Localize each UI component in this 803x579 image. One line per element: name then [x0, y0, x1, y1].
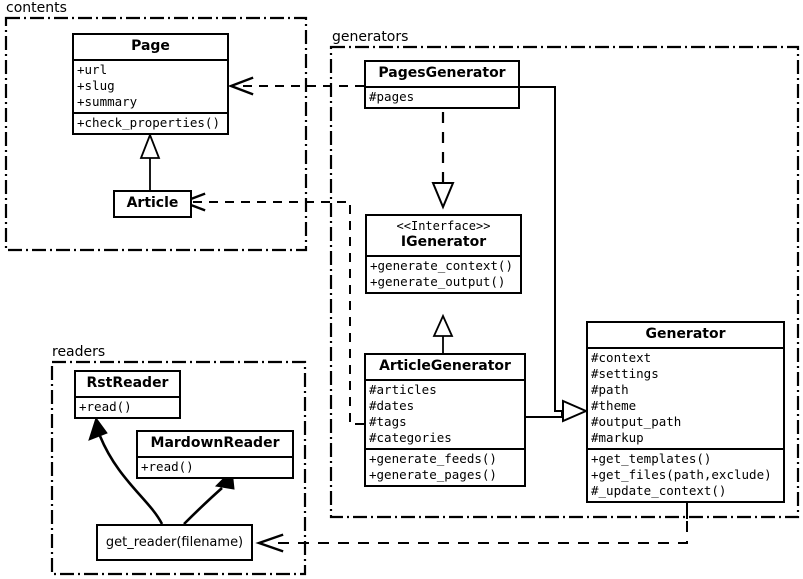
package-frame-generators	[329, 45, 800, 519]
class-box-generator[interactable]: Generator #context #settings #path #them…	[586, 321, 785, 503]
connector-getreader-to-rstreader	[88, 416, 164, 525]
class-box-page[interactable]: Page +url +slug +summary +check_properti…	[72, 33, 229, 135]
class-box-articlegenerator[interactable]: ArticleGenerator #articles #dates #tags …	[364, 353, 526, 487]
class-method: #_update_context()	[591, 483, 727, 498]
class-title-rstreader: RstReader	[86, 375, 169, 391]
class-box-mardownreader[interactable]: MardownReader +read()	[136, 430, 294, 479]
package-label-readers: readers	[50, 344, 108, 360]
class-attributes-page: +url +slug +summary	[74, 59, 227, 112]
class-attribute: #output_path	[591, 414, 682, 429]
class-title-articlegenerator: ArticleGenerator	[379, 358, 511, 374]
class-method: +generate_pages()	[369, 467, 497, 482]
package-label-contents: contents	[4, 0, 69, 16]
class-attribute: #markup	[591, 430, 644, 445]
class-methods-igenerator: +generate_context() +generate_output()	[367, 255, 520, 292]
connector-articlegenerator-to-generator	[526, 399, 589, 423]
class-attribute: +slug	[77, 78, 115, 93]
class-method: +generate_feeds()	[369, 451, 497, 466]
class-box-pagesgenerator[interactable]: PagesGenerator #pages	[364, 60, 520, 109]
connector-pagesgenerator-to-page	[227, 76, 364, 96]
class-attribute: #tags	[369, 414, 407, 429]
class-method: +check_properties()	[77, 115, 220, 130]
class-method: +generate_context()	[370, 258, 513, 273]
class-box-igenerator[interactable]: <<Interface>> IGenerator +generate_conte…	[365, 214, 522, 294]
class-attributes-pagesgenerator: #pages	[366, 86, 518, 107]
class-attributes-articlegenerator: #articles #dates #tags #categories	[366, 379, 524, 448]
connector-generator-to-getreader	[255, 501, 688, 553]
class-methods-articlegenerator: +generate_feeds() +generate_pages()	[366, 448, 524, 485]
class-attributes-generator: #context #settings #path #theme #output_…	[588, 347, 783, 448]
class-attribute: #theme	[591, 398, 637, 413]
class-methods-mardownreader: +read()	[138, 456, 292, 477]
class-attribute: #settings	[591, 366, 659, 381]
class-method: +get_files(path,exclude)	[591, 467, 772, 482]
connector-pagesgenerator-to-igenerator	[431, 112, 455, 210]
class-attribute: #context	[591, 350, 652, 365]
class-title-article: Article	[126, 195, 179, 211]
class-title-igenerator: IGenerator	[400, 234, 487, 250]
class-attribute: +summary	[77, 94, 138, 109]
class-methods-generator: +get_templates() +get_files(path,exclude…	[588, 448, 783, 501]
class-attribute: #path	[591, 382, 629, 397]
class-attribute: #articles	[369, 382, 437, 397]
connector-article-to-page	[139, 132, 161, 190]
connector-articlegenerator-to-igenerator	[432, 313, 454, 353]
class-title-generator: Generator	[645, 326, 726, 342]
class-title-pagesgenerator: PagesGenerator	[378, 65, 506, 81]
class-attribute: +url	[77, 62, 108, 77]
class-method: +get_templates()	[591, 451, 712, 466]
class-stereotype-igenerator: <<Interface>>	[396, 219, 491, 233]
class-title-mardownreader: MardownReader	[150, 435, 280, 451]
package-frame-readers	[50, 360, 307, 576]
package-label-generators: generators	[330, 29, 411, 45]
function-box-get-reader[interactable]: get_reader(filename)	[96, 524, 253, 561]
class-method: +generate_output()	[370, 274, 506, 289]
class-methods-rstreader: +read()	[76, 396, 179, 417]
package-frame-contents	[4, 16, 308, 252]
function-label-get-reader: get_reader(filename)	[105, 535, 244, 550]
connector-articlegenerator-to-article	[179, 192, 364, 425]
connector-pagesgenerator-to-generator	[520, 86, 562, 412]
class-box-rstreader[interactable]: RstReader +read()	[74, 370, 181, 419]
class-attribute: #categories	[369, 430, 452, 445]
class-method: +read()	[79, 399, 132, 414]
class-method: +read()	[141, 459, 194, 474]
class-box-article[interactable]: Article	[113, 190, 192, 218]
class-title-page: Page	[131, 38, 170, 54]
class-methods-page: +check_properties()	[74, 112, 227, 133]
class-attribute: #dates	[369, 398, 415, 413]
class-attribute: #pages	[369, 89, 415, 104]
